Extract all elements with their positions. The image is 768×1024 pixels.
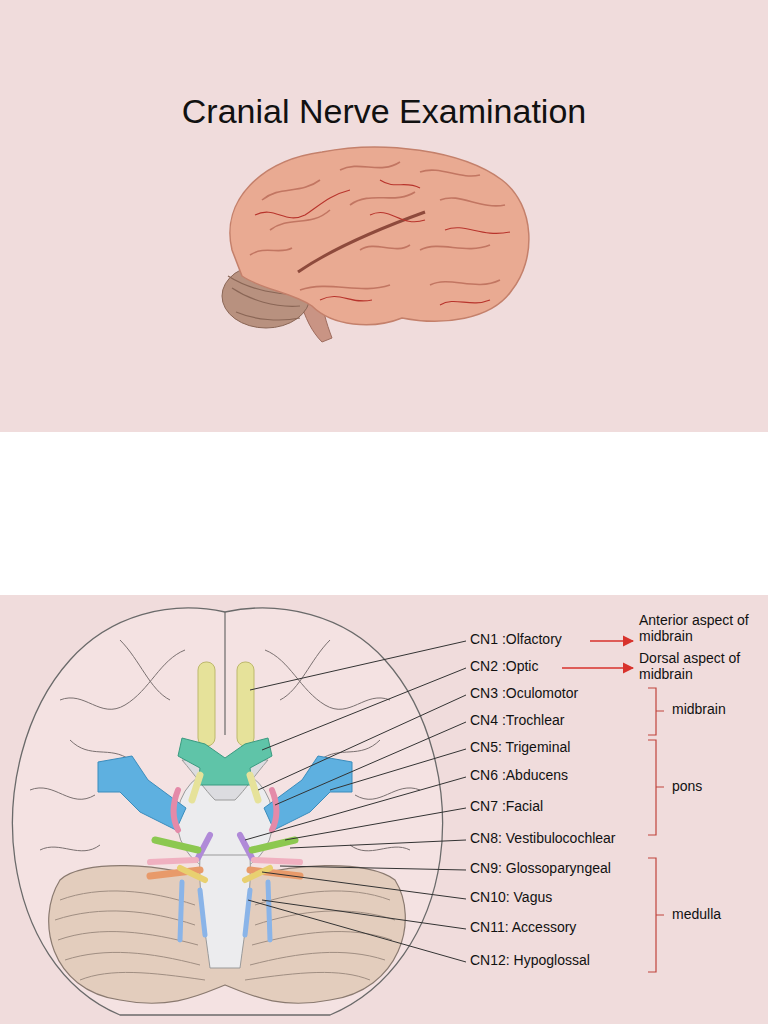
brain-ventral [198, 662, 215, 746]
leader-line [250, 641, 466, 690]
red-arrow [562, 641, 633, 668]
origin-note: Dorsal aspect of midbrain [639, 650, 763, 682]
brain-ventral [150, 860, 300, 862]
brain-ventral [198, 835, 252, 858]
nerve-label: CN4 :Trochlear [470, 712, 564, 728]
nerve-label: CN2 :Optic [470, 658, 538, 674]
brain-ventral [150, 870, 300, 876]
brain-lateral [250, 162, 505, 290]
leader-line [245, 777, 466, 840]
slide-background [0, 595, 768, 1024]
leader-line [245, 641, 466, 962]
brain-ventral [237, 662, 254, 746]
brain-ventral [174, 790, 277, 830]
brain-ventral [180, 868, 270, 880]
red-arrow [590, 640, 633, 642]
nerve-label: CN12: Hypoglossal [470, 952, 590, 968]
nerve-label: CN11: Accessory [470, 919, 576, 935]
leader-line [258, 695, 466, 790]
leader-line [330, 749, 466, 790]
origin-note: Anterior aspect of midbrain [639, 612, 761, 644]
brain-ventral [180, 882, 270, 940]
red-arrow [562, 667, 633, 669]
nerve-label: CN7 :Facial [470, 798, 543, 814]
brain-ventral [200, 855, 251, 968]
brain-ventral [12, 608, 442, 1015]
region-label: pons [672, 778, 702, 794]
brain-ventral [155, 840, 295, 850]
nerve-label: CN6 :Abducens [470, 767, 568, 783]
brain-ventral [192, 775, 258, 800]
brain-lateral [230, 147, 529, 325]
brain-lateral [222, 147, 529, 342]
leader-line [285, 808, 466, 840]
nerve-label: CN5: Trigeminal [470, 739, 570, 755]
nerve-label: CN9: Glossoparyngeal [470, 860, 611, 876]
brain-lateral [255, 180, 510, 305]
region-label: midbrain [672, 701, 726, 717]
brain-ventral [178, 738, 272, 785]
nerve-label: CN8: Vestibulocochlear [470, 830, 616, 846]
leader-line [290, 840, 466, 848]
nerve-label: CN1 :Olfactory [470, 631, 562, 647]
leader-line [262, 872, 466, 899]
brain-ventral [12, 608, 442, 1015]
leader-line [280, 866, 466, 870]
region-label: medulla [672, 906, 721, 922]
slide-background [0, 0, 768, 432]
bracket [648, 740, 664, 835]
nerve-label: CN3 :Oculomotor [470, 685, 578, 701]
slide-title: Cranial Nerve Examination [182, 92, 586, 131]
bracket [648, 688, 664, 972]
brain-ventral [224, 612, 225, 735]
nerve-label: CN10: Vagus [470, 889, 552, 905]
bracket [648, 688, 664, 735]
leader-line [248, 900, 466, 962]
leader-line [275, 722, 466, 805]
leader-line [262, 900, 466, 929]
bracket [648, 858, 664, 972]
